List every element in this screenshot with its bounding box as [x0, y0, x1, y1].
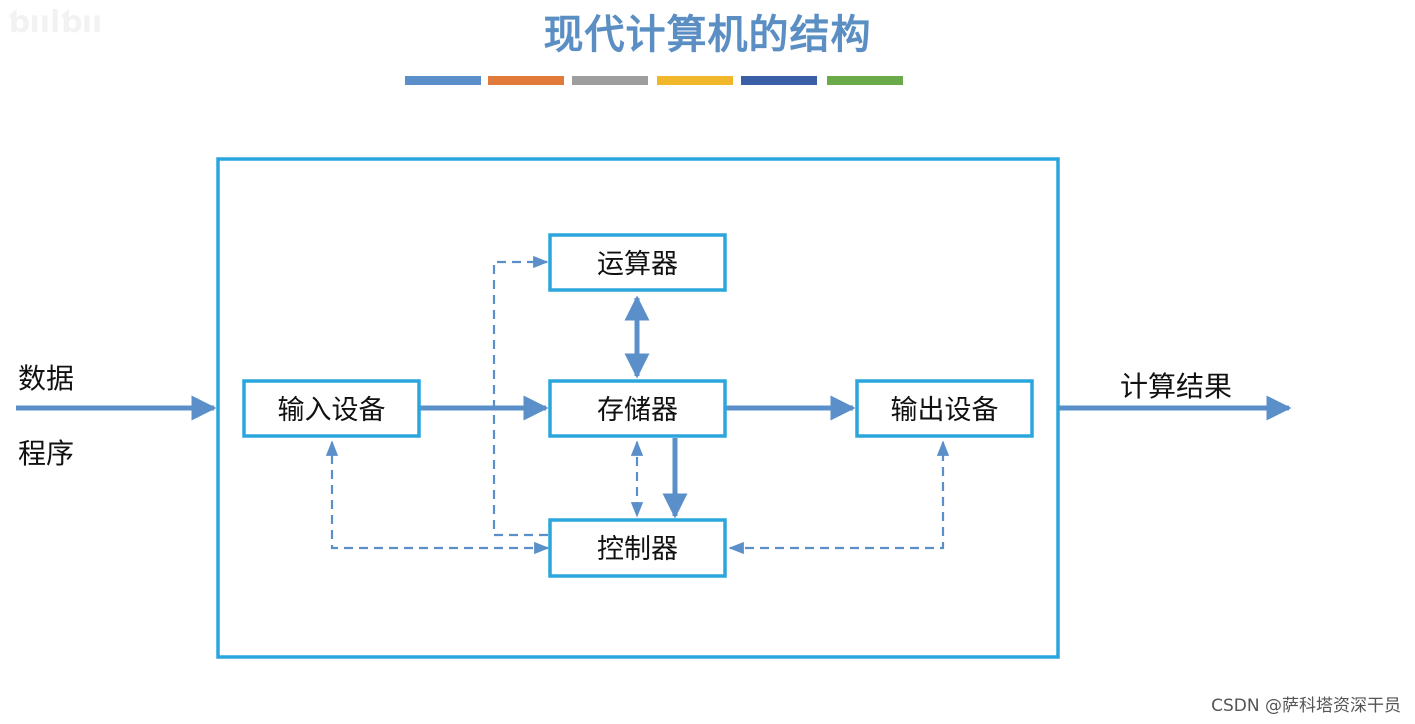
node-output-device-label: 输出设备	[891, 395, 999, 426]
node-memory-label: 存储器	[597, 395, 678, 426]
node-output-device: 输出设备	[855, 379, 1034, 438]
accent-bar-2	[488, 76, 564, 85]
svg-text:ƅıılƅıı: ƅıılƅıı	[8, 5, 102, 38]
node-alu-label: 运算器	[597, 249, 678, 280]
node-alu: 运算器	[548, 233, 727, 292]
node-input-device-label: 输入设备	[278, 395, 386, 426]
accent-bar-6	[827, 76, 903, 85]
output-label-result: 计算结果	[1120, 370, 1232, 403]
input-label-data: 数据	[18, 362, 74, 395]
accent-bar-5	[741, 76, 817, 85]
faint-logo-watermark: ƅıılƅıı	[8, 5, 102, 38]
dashed-controller-to-output	[728, 440, 950, 555]
node-input-device: 输入设备	[242, 379, 421, 438]
accent-bar-3	[572, 76, 648, 85]
accent-bar-1	[405, 76, 481, 85]
input-label-program: 程序	[18, 437, 74, 470]
title-accent-bars	[405, 76, 903, 85]
node-controller: 控制器	[548, 518, 727, 578]
dashed-controller-to-input	[325, 440, 550, 555]
accent-bar-4	[657, 76, 733, 85]
node-memory: 存储器	[548, 379, 727, 438]
computer-frame	[216, 157, 1060, 659]
node-controller-label: 控制器	[597, 534, 678, 565]
dashed-control-to-alu	[492, 255, 549, 537]
credit-watermark: CSDN @萨科塔资深干员	[1211, 696, 1401, 716]
page-title: 现代计算机的结构	[543, 12, 872, 58]
